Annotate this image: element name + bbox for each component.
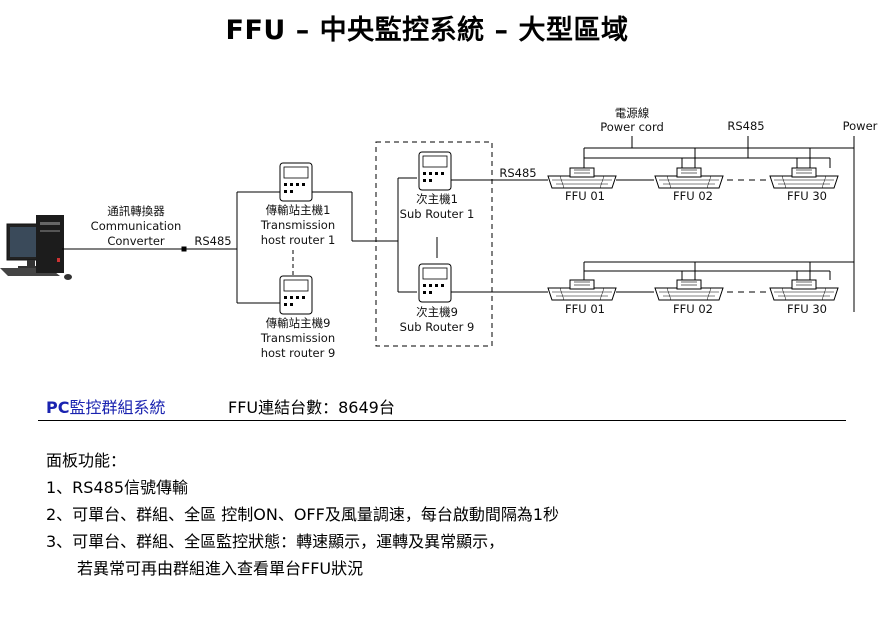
ffu-01-row2-label: FFU 01 (565, 302, 605, 316)
pc-prefix: PC (46, 398, 70, 417)
features-heading: 面板功能： (46, 451, 127, 470)
ffu-count: FFU連結台數：8649台 (228, 398, 395, 417)
power-cord-label-en: Power cord (600, 120, 664, 134)
ffu-02-row2-label: FFU 02 (673, 302, 713, 316)
feature-item-3: 3、可單台、群組、全區監控狀態：轉速顯示，運轉及異常顯示， (46, 532, 505, 551)
ffu-02-row2-icon (654, 279, 724, 301)
power-label: Power (843, 119, 878, 133)
ffu-01-row1-icon (547, 167, 617, 189)
rs485-converter-label: RS485 (194, 234, 231, 248)
host9-label-en1: Transmission (260, 331, 335, 345)
system-diagram: 通訊轉換器 Communication Converter RS485 (0, 106, 878, 360)
sub1-label-zh: 次主機1 (416, 192, 458, 206)
host-router-9-icon (279, 275, 313, 315)
page-title: FFU – 中央監控系統 – 大型區域 (225, 15, 629, 46)
connection-lines (62, 136, 855, 347)
host1-label-zh: 傳輸站主機1 (266, 203, 331, 217)
sub9-label-zh: 次主機9 (416, 305, 458, 319)
pc-system-label: PC監控群組系統 (46, 394, 165, 418)
ffu-30-row2-icon (769, 279, 839, 301)
feature-item-3-continued: 若異常可再由群組進入查看單台FFU狀況 (77, 559, 364, 578)
ffu-01-row1-label: FFU 01 (565, 189, 605, 203)
rs485-top-label: RS485 (727, 119, 764, 133)
feature-item-2: 2、可單台、群組、全區 控制ON、OFF及風量調速，每台啟動間隔為1秒 (46, 505, 560, 524)
ffu-30-row1-icon (769, 167, 839, 189)
host9-label-en2: host router 9 (261, 346, 336, 360)
pc-system-text: 監控群組系統 (69, 398, 166, 417)
ffu-30-row1-label: FFU 30 (787, 189, 827, 203)
converter-label-en1: Communication (91, 219, 182, 233)
host-router-1-icon (279, 162, 313, 202)
sub1-label-en: Sub Router 1 (400, 207, 475, 221)
ffu-01-row2-icon (547, 279, 617, 301)
sub-router-1-icon (418, 151, 452, 191)
ffu-02-row1-icon (654, 167, 724, 189)
divider (38, 420, 846, 421)
ffu-30-row2-label: FFU 30 (787, 302, 827, 316)
feature-item-1: 1、RS485信號傳輸 (46, 478, 188, 497)
converter-label-zh: 通訊轉換器 (107, 204, 165, 218)
panel-features: 面板功能： 1、RS485信號傳輸 2、可單台、群組、全區 控制ON、OFF及風… (46, 447, 559, 582)
sub-router-9-icon (418, 263, 452, 303)
power-cord-label-zh: 電源線 (615, 106, 650, 120)
rs485-sub-label: RS485 (499, 166, 536, 180)
host1-label-en1: Transmission (260, 218, 335, 232)
ffu-02-row1-label: FFU 02 (673, 189, 713, 203)
host1-label-en2: host router 1 (261, 233, 336, 247)
host9-label-zh: 傳輸站主機9 (266, 316, 331, 330)
converter-label-en2: Converter (107, 234, 165, 248)
sub9-label-en: Sub Router 9 (400, 320, 475, 334)
computer-icon (0, 215, 72, 280)
